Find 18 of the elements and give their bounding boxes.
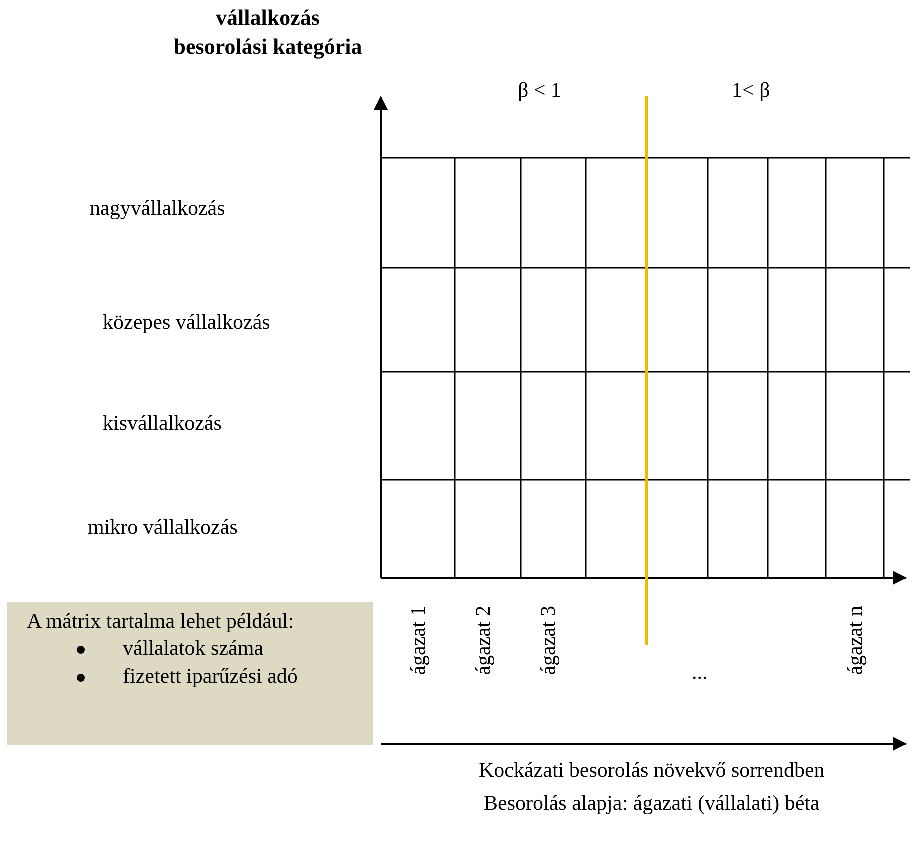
row-label: kisvállalkozás <box>103 411 222 436</box>
note-text: A mátrix tartalma lehet például: <box>27 608 296 635</box>
range-label: β < 1 <box>518 78 562 104</box>
axis-caption: Besorolás alapja: ágazati (vállalati) béta <box>484 791 820 816</box>
column-label: ágazat n <box>842 605 868 675</box>
column-label: ágazat 2 <box>470 605 496 675</box>
axis-caption: Kockázati besorolás növekvő sorrendben <box>479 758 825 784</box>
axis-title: vállalkozás besorolási kategória <box>172 4 364 61</box>
column-label: ágazat 1 <box>406 605 431 675</box>
row-label: nagyvállalkozás <box>90 196 226 222</box>
list-item: vállalatok száma <box>123 636 264 660</box>
row-label: mikro vállalkozás <box>88 515 238 540</box>
range-label: 1< β <box>732 78 770 104</box>
ellipsis: ... <box>692 660 708 686</box>
note-box <box>7 602 373 745</box>
row-label: közepes vállalkozás <box>103 310 270 336</box>
column-label: ágazat 3 <box>536 605 561 675</box>
list-item: fizetett iparűzési adó <box>123 664 298 688</box>
